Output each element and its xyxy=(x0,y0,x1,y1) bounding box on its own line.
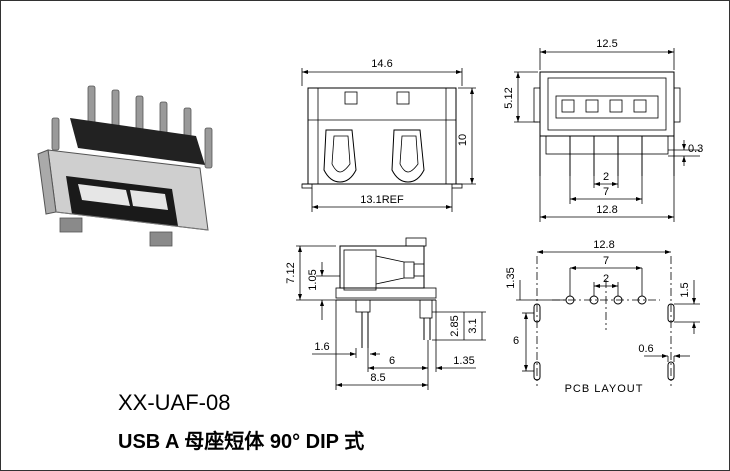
pcb-row-gap: 6 xyxy=(513,335,519,347)
rear-width-top: 12.5 xyxy=(596,38,617,50)
side-pin-len-b: 3.1 xyxy=(467,318,479,333)
front-view: 14.6 10 13.1REF xyxy=(301,58,476,212)
part-description: USB A 母座短体 90° DIP 式 xyxy=(118,429,364,453)
rear-height-left: 5.12 xyxy=(503,87,515,108)
side-dim-6: 6 xyxy=(389,355,395,367)
rear-pitch-outer: 7 xyxy=(603,186,609,198)
front-width-top: 14.6 xyxy=(371,58,392,70)
rear-width-bottom: 12.8 xyxy=(596,204,617,216)
rear-pin-offset: 0.3 xyxy=(688,143,703,155)
side-height-total: 7.12 xyxy=(285,262,297,283)
pcb-pitch-outer: 7 xyxy=(603,255,609,267)
rear-pitch-inner: 2 xyxy=(603,171,609,183)
side-pin-len-a: 2.85 xyxy=(449,315,461,336)
side-height-inner: 1.05 xyxy=(307,269,319,290)
pcb-hole-dia: 0.6 xyxy=(638,343,653,355)
front-width-ref: 13.1REF xyxy=(360,194,404,206)
part-number: XX-UAF-08 xyxy=(118,390,230,415)
pcb-pitch-inner: 2 xyxy=(603,273,609,285)
product-photo xyxy=(37,85,213,247)
front-height: 10 xyxy=(457,134,469,146)
pcb-offset-right: 1.5 xyxy=(679,282,691,297)
pcb-layout-label: PCB LAYOUT xyxy=(565,383,644,395)
side-view: 7.12 1.05 2.85 3.1 1.6 6 1.35 xyxy=(285,237,486,390)
side-dim-135: 1.35 xyxy=(453,355,474,367)
side-depth: 8.5 xyxy=(370,372,385,384)
pcb-width: 12.8 xyxy=(593,239,614,251)
pcb-offset-left: 1.35 xyxy=(505,267,517,288)
rear-view: 12.5 5.12 0.3 2 7 12.8 xyxy=(503,38,703,222)
pcb-layout: 12.8 7 2 1.35 6 1.5 0 xyxy=(505,239,700,395)
side-dim-16: 1.6 xyxy=(314,341,329,353)
